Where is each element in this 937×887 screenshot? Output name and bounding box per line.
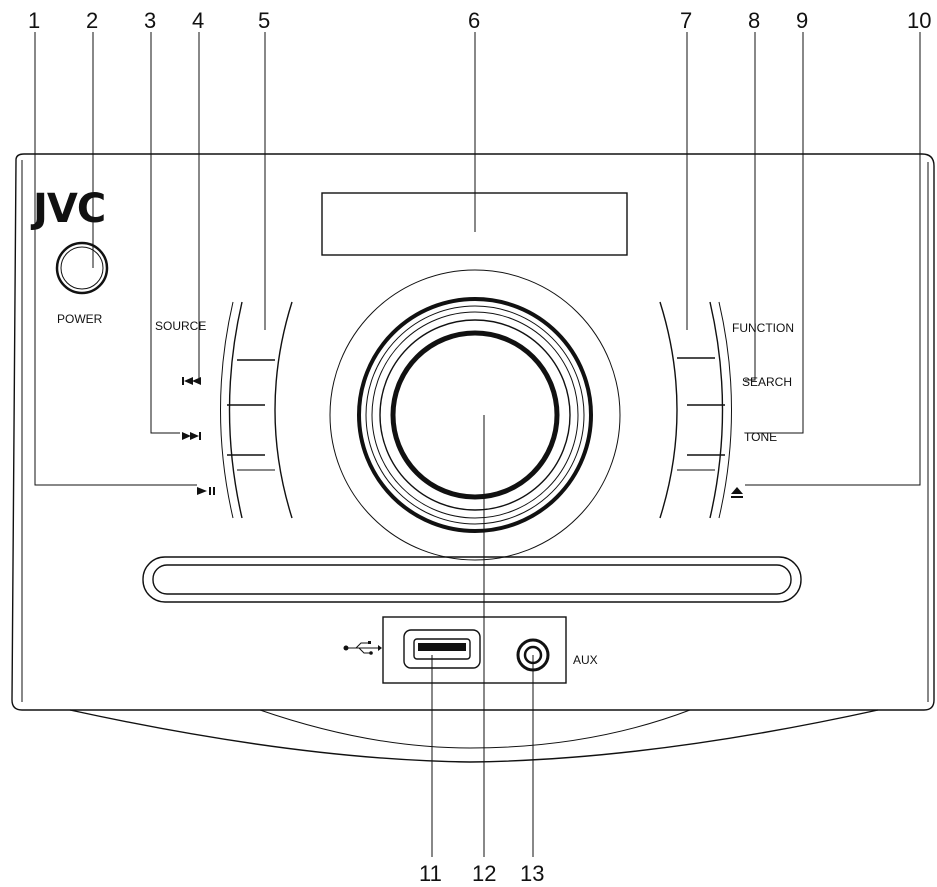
left-button-strip <box>220 301 293 519</box>
callout-11: 11 <box>419 861 442 886</box>
eject-icon <box>731 487 743 498</box>
callout-4: 4 <box>192 8 204 33</box>
tone-label: TONE <box>744 430 777 444</box>
search-label: SEARCH <box>742 375 792 389</box>
jvc-logo: JVC <box>30 186 105 232</box>
play-pause-icon <box>197 487 215 495</box>
callout-1: 1 <box>28 8 40 33</box>
usb-icon <box>343 641 382 655</box>
leader-lines <box>34 32 921 857</box>
callout-5: 5 <box>258 8 270 33</box>
callout-12: 12 <box>472 861 496 886</box>
callout-7: 7 <box>680 8 692 33</box>
callout-3: 3 <box>144 8 156 33</box>
source-label: SOURCE <box>155 319 206 333</box>
callout-6: 6 <box>468 8 480 33</box>
next-icon <box>182 432 201 440</box>
port-panel <box>382 616 567 684</box>
power-button[interactable] <box>55 241 109 295</box>
callout-2: 2 <box>86 8 98 33</box>
chassis <box>11 153 935 763</box>
usb-port[interactable] <box>403 629 481 669</box>
callout-9: 9 <box>796 8 808 33</box>
function-label: FUNCTION <box>732 321 794 335</box>
disc-slot <box>142 556 802 603</box>
volume-knob[interactable] <box>329 269 621 561</box>
aux-label: AUX <box>573 653 598 667</box>
power-label: POWER <box>57 312 103 326</box>
callout-13: 13 <box>520 861 544 886</box>
callout-8: 8 <box>748 8 760 33</box>
prev-icon <box>182 377 201 385</box>
callout-10: 10 <box>907 8 931 33</box>
right-button-strip <box>659 301 732 519</box>
